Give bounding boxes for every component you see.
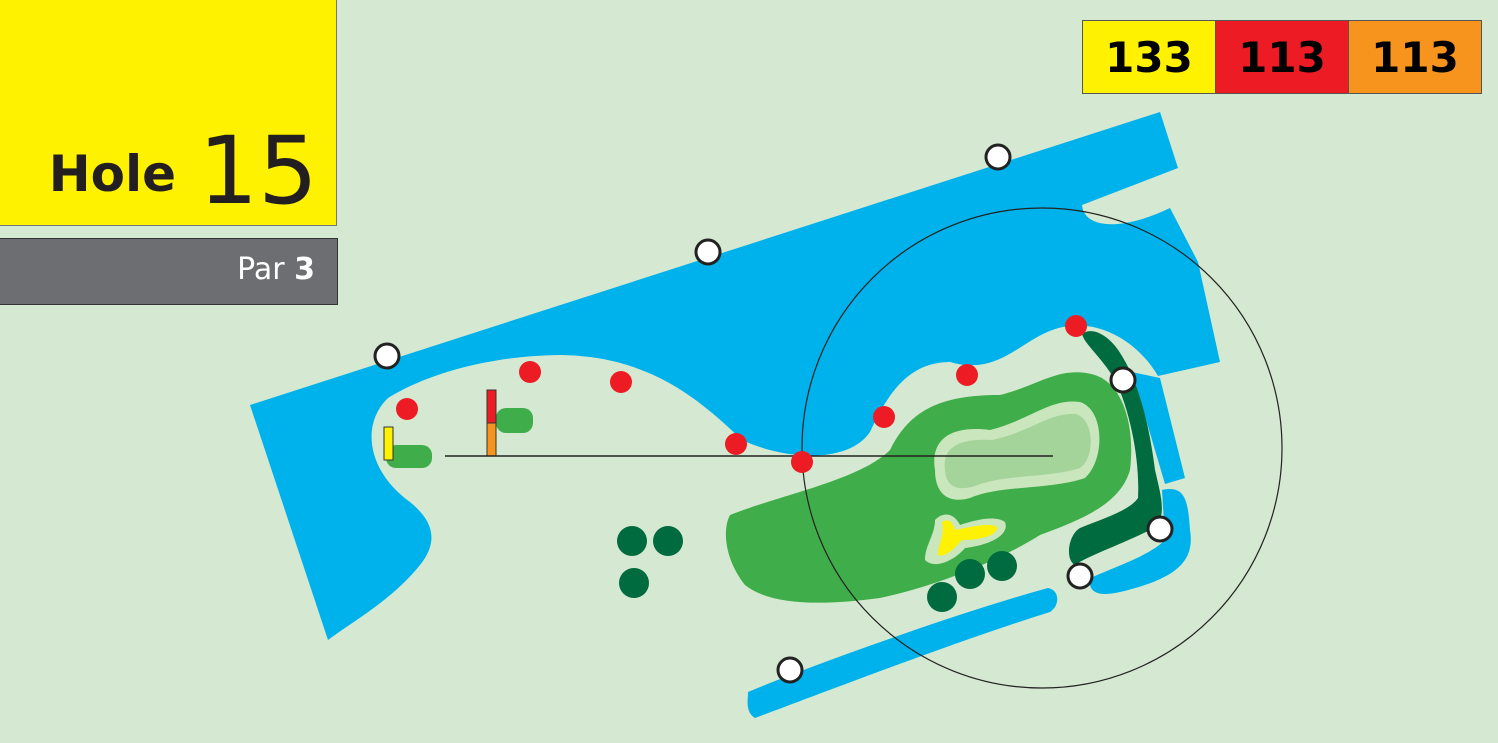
hazard-marker (610, 371, 632, 393)
cart-path (1068, 331, 1162, 565)
hazard-marker (956, 364, 978, 386)
boundary-marker (1109, 366, 1137, 394)
tee-box-red-orange (496, 408, 533, 433)
tee-distances: 133 113 113 (1082, 20, 1482, 94)
tree (955, 559, 985, 589)
tee-marker-yellow (383, 426, 394, 461)
hazard-marker (725, 433, 747, 455)
hazard-marker (519, 361, 541, 383)
tee-marker-orange (486, 422, 497, 457)
tree (653, 526, 683, 556)
boundary-markers (373, 143, 1174, 684)
tee-box-yellow (386, 445, 432, 468)
boundary-marker (694, 238, 722, 266)
putting-green (944, 413, 1091, 489)
par-label: Par (237, 252, 285, 287)
hazard-marker (791, 451, 813, 473)
par-banner: Par 3 (0, 238, 338, 305)
water-hazard-bottom (747, 588, 1058, 718)
hole-label: Hole (48, 145, 176, 203)
hole-number: 15 (198, 117, 318, 226)
hole-header: Hole 15 (0, 0, 337, 226)
hazard-marker (873, 406, 895, 428)
distance-ring (801, 207, 1283, 689)
tree (619, 568, 649, 598)
boundary-marker (984, 143, 1012, 171)
boundary-marker (776, 656, 804, 684)
boundary-marker (1146, 515, 1174, 543)
tree (927, 582, 957, 612)
boundary-marker (373, 342, 401, 370)
boundary-marker (1066, 562, 1094, 590)
hazard-marker (396, 398, 418, 420)
distance-orange-tee: 113 (1349, 21, 1481, 93)
water-hazard-right (1132, 372, 1185, 484)
water-hazard-main (250, 112, 1220, 640)
hazard-marker (1065, 315, 1087, 337)
tee-marker-red (486, 389, 497, 424)
par-value: 3 (294, 252, 315, 287)
hazard-markers (396, 315, 1087, 473)
trees (617, 526, 1017, 612)
bunker (938, 520, 998, 556)
water-hazard-right-lower (1089, 489, 1191, 595)
tree (617, 526, 647, 556)
tree (987, 551, 1017, 581)
distance-yellow-tee: 133 (1083, 21, 1216, 93)
distance-red-tee: 113 (1216, 21, 1349, 93)
